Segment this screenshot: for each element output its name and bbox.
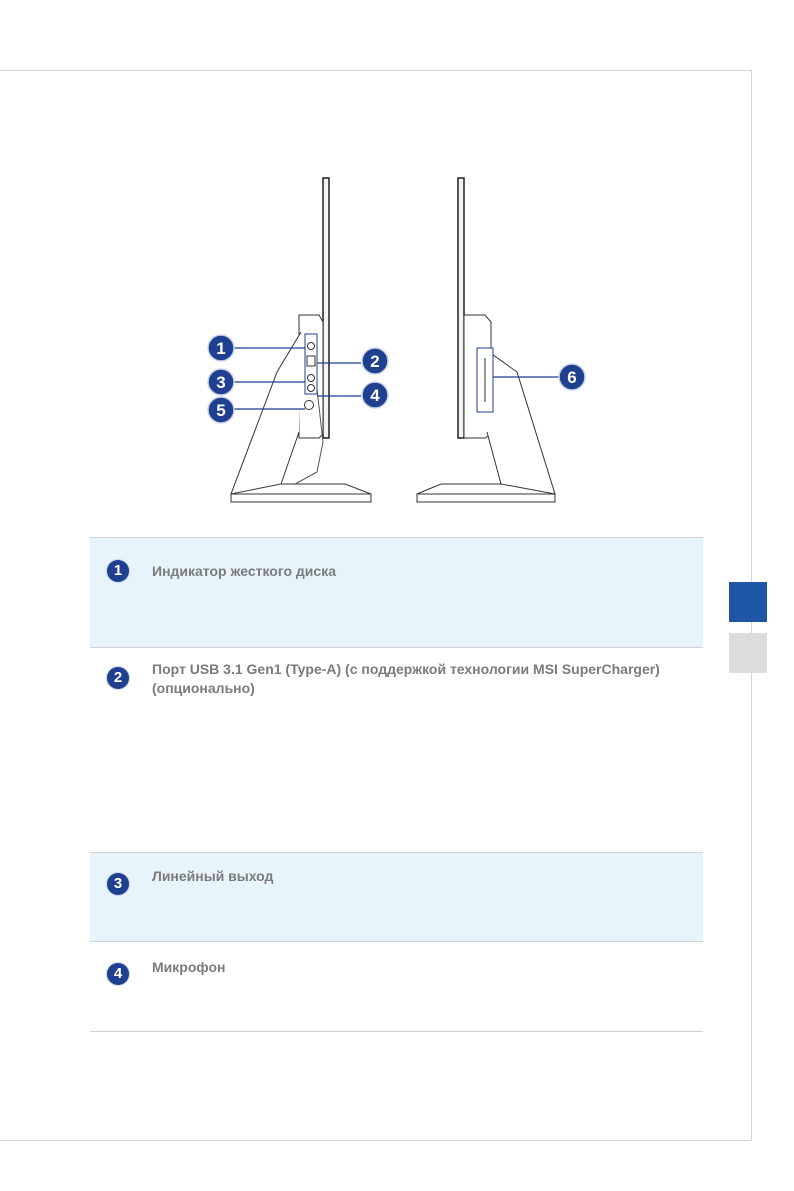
table-row: 2 Порт USB 3.1 Gen1 (Type-A) (с поддержк… bbox=[90, 648, 703, 853]
row-number-badge: 2 bbox=[107, 667, 129, 689]
callout-6: 6 bbox=[558, 363, 586, 391]
callout-4-label: 4 bbox=[370, 386, 380, 405]
ports-table: 1 Индикатор жесткого диска 2 Порт USB 3.… bbox=[90, 537, 703, 1032]
table-row: 1 Индикатор жесткого диска bbox=[90, 537, 703, 648]
callout-4: 4 bbox=[361, 381, 389, 409]
row-label: Микрофон bbox=[152, 959, 226, 975]
row-label: Линейный выход bbox=[152, 868, 274, 884]
page-frame-bottom bbox=[0, 1140, 752, 1141]
callout-1: 1 bbox=[207, 334, 235, 362]
table-row: 4 Микрофон bbox=[90, 942, 703, 1032]
row-number-badge: 3 bbox=[107, 873, 129, 895]
left-side-view bbox=[230, 177, 372, 503]
row-number-badge: 4 bbox=[107, 963, 129, 985]
callout-2-label: 2 bbox=[370, 352, 379, 371]
page-frame-top bbox=[0, 70, 752, 71]
chapter-tab-inactive bbox=[729, 633, 767, 673]
chapter-tab-active bbox=[729, 582, 767, 622]
side-view-illustration: 1 2 3 4 5 6 bbox=[207, 177, 586, 503]
row-label: Индикатор жесткого диска bbox=[152, 563, 336, 579]
table-row: 3 Линейный выход bbox=[90, 853, 703, 942]
left-callout-lines bbox=[233, 347, 361, 410]
callout-1-label: 1 bbox=[216, 339, 225, 358]
callout-3-label: 3 bbox=[216, 373, 225, 392]
row-label: Порт USB 3.1 Gen1 (Type-A) (с поддержкой… bbox=[152, 661, 660, 696]
callout-2: 2 bbox=[361, 347, 389, 375]
callout-6-label: 6 bbox=[567, 368, 576, 387]
callout-3: 3 bbox=[207, 368, 235, 396]
callout-5-label: 5 bbox=[216, 401, 225, 420]
callout-5: 5 bbox=[207, 396, 235, 424]
row-number-badge: 1 bbox=[107, 560, 129, 582]
right-side-view bbox=[416, 177, 556, 503]
